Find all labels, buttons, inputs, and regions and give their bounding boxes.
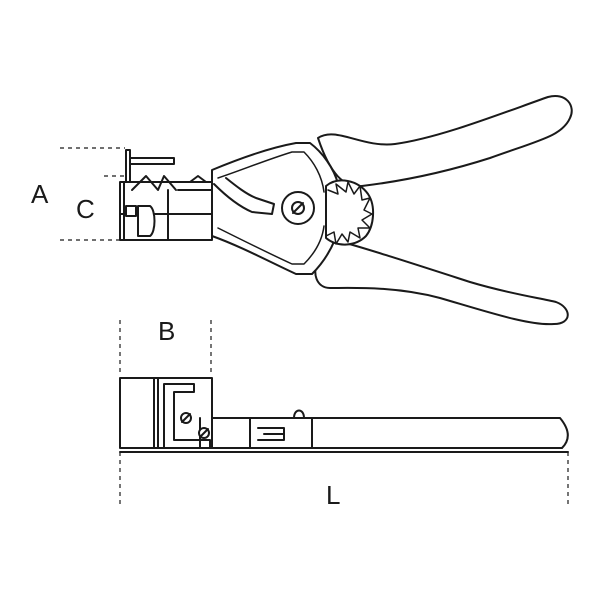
plan-latch (257, 427, 285, 441)
plan-knob (293, 409, 305, 419)
plan-stepped-slot (163, 383, 211, 449)
plan-handle (311, 417, 569, 449)
plan-screw-slot-2 (199, 428, 209, 438)
nose-square (125, 205, 137, 217)
pivot-screw-slot (292, 202, 304, 214)
serration-teeth (325, 181, 373, 245)
wire-notches (131, 175, 207, 191)
adjustment-stop-bar (129, 157, 175, 165)
jaw-head (211, 142, 341, 275)
upper-handle (317, 94, 573, 188)
jaw-inner-contour (217, 151, 325, 265)
plan-body (119, 377, 313, 449)
stripping-blade (213, 177, 275, 215)
bottom-view: B L (119, 316, 569, 510)
adjustment-stop-post (125, 149, 131, 183)
label-l: L (326, 480, 340, 510)
label-b: B (158, 316, 175, 346)
plan-screw-slot-1 (181, 413, 191, 423)
label-a: A (31, 179, 49, 209)
label-c: C (76, 194, 95, 224)
top-view: A C (31, 94, 573, 326)
nose-small-jaw (137, 205, 156, 237)
lower-handle (314, 239, 569, 326)
